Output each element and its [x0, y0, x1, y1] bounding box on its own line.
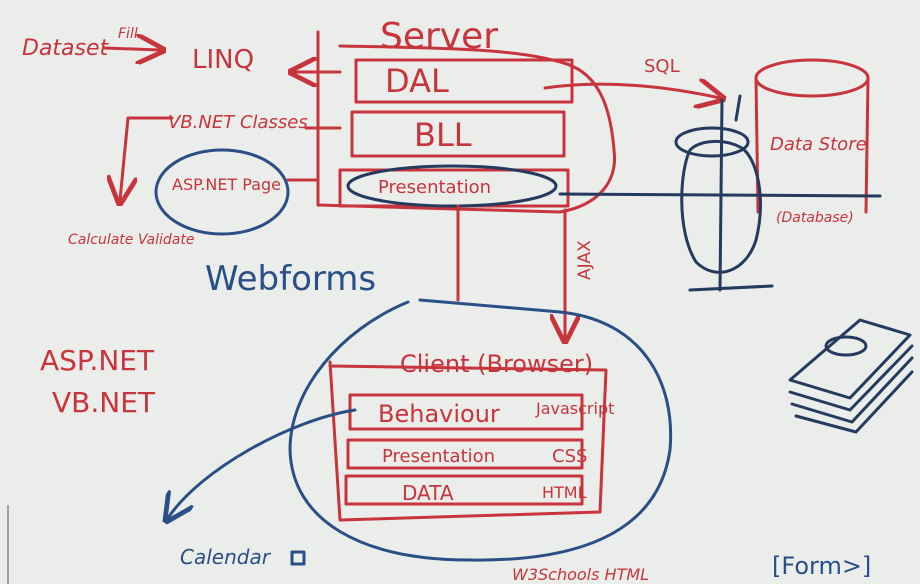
dal-to-datastore-arrow — [543, 84, 720, 98]
presentation-oval — [346, 164, 558, 208]
aspnet-page-label: ASP.NET Page — [172, 175, 281, 194]
blue-db-top — [674, 126, 750, 158]
blue-database-glyph — [680, 140, 762, 274]
linq-label: LINQ — [192, 45, 254, 75]
client-box — [328, 360, 608, 522]
behaviour-to-calendar-arrow — [168, 408, 357, 518]
data-layer — [344, 474, 584, 506]
form-label: [Form>] — [772, 552, 871, 580]
aspnet-page-blob — [154, 148, 290, 236]
bll-layer — [350, 110, 566, 158]
fill-label: Fill — [118, 26, 138, 42]
presentation-client-label: Presentation — [382, 446, 495, 467]
dal-label: DAL — [385, 62, 449, 100]
data-store-label: Data Store — [770, 134, 867, 155]
disk-stack-icon — [788, 318, 914, 434]
behaviour-label: Behaviour — [378, 400, 500, 428]
classes-to-calc-arrow — [120, 116, 174, 200]
dataset-arrow — [103, 48, 160, 50]
presentation-server-label: Presentation — [378, 177, 491, 198]
bll-label: BLL — [414, 116, 472, 154]
css-label: CSS — [552, 446, 587, 467]
html-label: HTML — [542, 483, 587, 502]
calendar-box-icon — [290, 550, 306, 566]
webforms-label: Webforms — [205, 259, 376, 299]
client-label: Client (Browser) — [400, 350, 593, 378]
dataset-label: Dataset — [22, 36, 110, 61]
presentation-client-layer — [346, 438, 584, 470]
vbnet-classes-label: VB.NET Classes — [168, 112, 308, 133]
vbnet-label: VB.NET — [52, 386, 156, 419]
ajax-label: AJAX — [575, 240, 595, 280]
calc-valid-label: Calculate Validate — [68, 232, 194, 248]
calendar-label: Calendar — [180, 545, 272, 569]
server-label: Server — [380, 16, 498, 57]
javascript-label: Javascript — [535, 399, 614, 418]
client-blob — [288, 298, 673, 562]
aspnet-label: ASP.NET — [40, 344, 155, 377]
datastore-cylinder-body — [754, 76, 870, 214]
database-label: (Database) — [776, 210, 854, 226]
dal-layer — [354, 58, 574, 104]
sql-label: SQL — [644, 56, 680, 77]
bottom-html-label: W3Schools HTML — [512, 565, 649, 584]
presentation-to-db-line — [558, 192, 882, 198]
data-label: DATA — [402, 481, 454, 505]
